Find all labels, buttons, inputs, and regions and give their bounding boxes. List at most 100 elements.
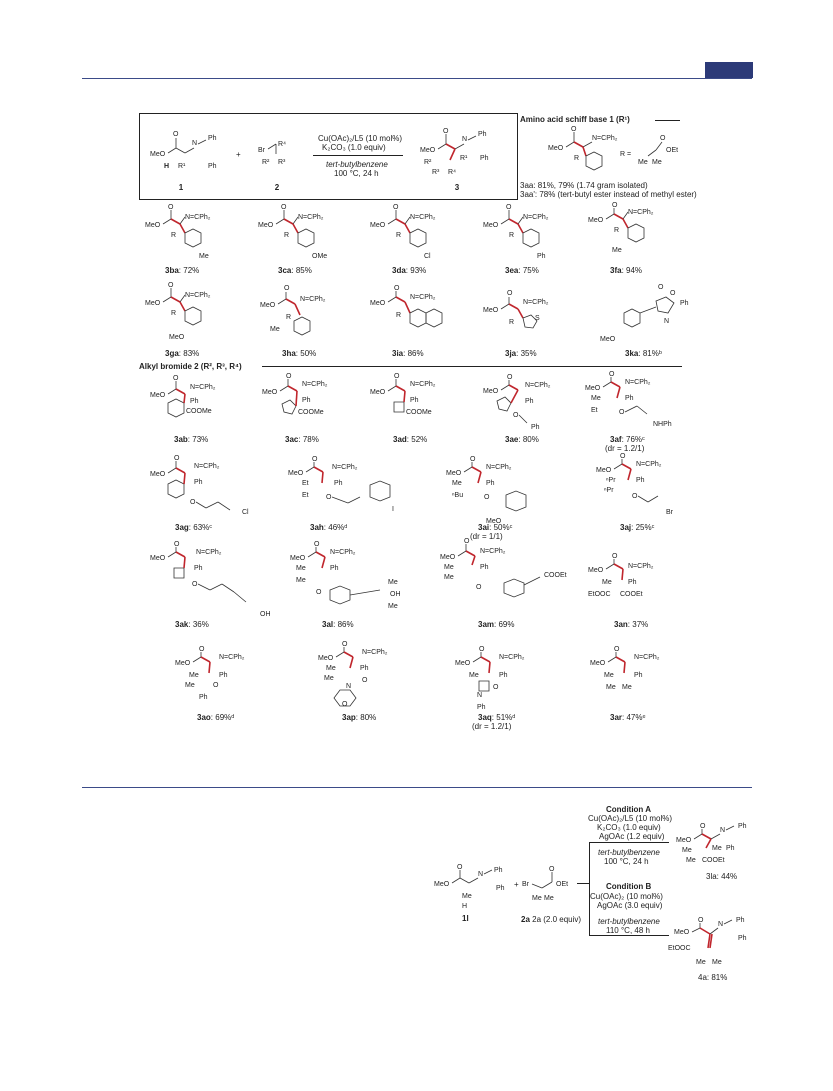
svg-text:N=CPh₂: N=CPh₂: [196, 549, 222, 556]
svg-text:N=CPh₂: N=CPh₂: [480, 548, 506, 555]
svg-text:O: O: [281, 204, 287, 211]
svg-text:N: N: [718, 921, 723, 928]
label-3ag: 3ag: 63%ᶜ: [175, 523, 213, 532]
svg-text:O: O: [698, 917, 704, 924]
svg-text:Me: Me: [638, 159, 648, 166]
svg-text:O: O: [394, 373, 400, 380]
svg-text:R⁴: R⁴: [278, 141, 286, 148]
svg-text:N=CPh₂: N=CPh₂: [190, 384, 216, 391]
svg-text:Ph: Ph: [537, 253, 546, 260]
condB-line2: AgOAc (3.0 equiv): [597, 901, 663, 910]
svg-text:Me: Me: [696, 959, 706, 966]
svg-text:Me: Me: [462, 893, 472, 900]
svg-text:N: N: [664, 318, 669, 325]
svg-text:MeO: MeO: [483, 388, 499, 395]
svg-text:N=CPh₂: N=CPh₂: [525, 382, 551, 389]
svg-text:N: N: [192, 140, 197, 147]
svg-text:MeO: MeO: [548, 145, 564, 152]
svg-text:Ph: Ph: [190, 398, 199, 405]
svg-text:Cl: Cl: [242, 509, 249, 516]
svg-text:O: O: [479, 646, 485, 653]
svg-text:R: R: [396, 232, 401, 239]
svg-text:O: O: [620, 453, 626, 460]
branch-stem: [577, 883, 589, 884]
svg-text:Ph: Ph: [499, 672, 508, 679]
svg-text:Me: Me: [444, 564, 454, 571]
svg-text:O: O: [506, 204, 512, 211]
svg-text:O: O: [612, 553, 618, 560]
svg-text:MeO: MeO: [434, 881, 450, 888]
svg-text:COOEt: COOEt: [544, 572, 567, 579]
svg-text:MeO: MeO: [260, 302, 276, 309]
condA-line1: Cu(OAc)₂/L5 (10 mol%): [588, 814, 673, 823]
svg-text:Ph: Ph: [496, 885, 505, 892]
svg-text:Ph: Ph: [625, 395, 634, 402]
svg-text:Me: Me: [712, 959, 722, 966]
svg-text:O: O: [612, 202, 618, 209]
dr-3af: (dr = 1.2/1): [605, 444, 645, 453]
svg-text:Me: Me: [606, 684, 616, 691]
section-amino-rule: [655, 120, 680, 121]
svg-text:Ph: Ph: [726, 845, 735, 852]
svg-text:Ph: Ph: [486, 480, 495, 487]
svg-text:O: O: [493, 684, 499, 691]
svg-text:Me: Me: [296, 565, 306, 572]
svg-text:R: R: [396, 312, 401, 319]
svg-text:Me: Me: [444, 574, 454, 581]
svg-text:Me: Me: [712, 845, 722, 852]
svg-text:Ph: Ph: [738, 823, 747, 830]
svg-text:N=CPh₂: N=CPh₂: [628, 209, 654, 216]
svg-text:N=CPh₂: N=CPh₂: [302, 381, 328, 388]
condB-line3: tert-butylbenzene: [598, 917, 660, 926]
svg-text:Me: Me: [532, 895, 542, 902]
label-3fa: 3fa: 94%: [610, 266, 643, 275]
dr-3aq: (dr = 1.2/1): [472, 722, 512, 731]
reagent-label: 2a 2a (2.0 equiv): [521, 915, 582, 924]
svg-text:MeO: MeO: [446, 470, 462, 477]
svg-text:O: O: [284, 285, 290, 292]
svg-text:EtOOC: EtOOC: [668, 945, 691, 952]
compound-3-label: 3: [454, 183, 460, 192]
svg-text:O: O: [286, 373, 292, 380]
svg-text:COOMe: COOMe: [186, 408, 212, 415]
svg-text:Ph: Ph: [194, 479, 203, 486]
svg-text:MeO: MeO: [483, 222, 499, 229]
svg-text:R²: R²: [262, 159, 270, 166]
svg-text:COOEt: COOEt: [702, 857, 725, 864]
svg-text:O: O: [619, 409, 625, 416]
svg-text:MeO: MeO: [150, 392, 166, 399]
svg-text:MeO: MeO: [600, 336, 616, 343]
svg-text:Ph: Ph: [738, 935, 747, 942]
svg-text:N=CPh₂: N=CPh₂: [219, 654, 245, 661]
svg-text:O: O: [513, 412, 519, 419]
svg-text:O: O: [464, 538, 470, 545]
svg-text:Me: Me: [612, 247, 622, 254]
svg-text:R³: R³: [432, 169, 440, 176]
svg-text:N=CPh₂: N=CPh₂: [330, 549, 356, 556]
svg-text:OEt: OEt: [556, 881, 568, 888]
svg-text:O: O: [168, 282, 174, 289]
svg-text:O: O: [312, 456, 318, 463]
svg-text:N=CPh₂: N=CPh₂: [300, 296, 326, 303]
label-3ap: 3ap: 80%: [342, 713, 377, 722]
label-3ga: 3ga: 83%: [165, 349, 200, 358]
svg-text:N: N: [478, 871, 483, 878]
page-corner-tab: [705, 62, 753, 78]
svg-text:Ph: Ph: [302, 397, 311, 404]
svg-text:MeO: MeO: [150, 555, 166, 562]
svg-text:O: O: [394, 285, 400, 292]
svg-text:Ph: Ph: [680, 300, 689, 307]
svg-text:O: O: [362, 677, 368, 684]
